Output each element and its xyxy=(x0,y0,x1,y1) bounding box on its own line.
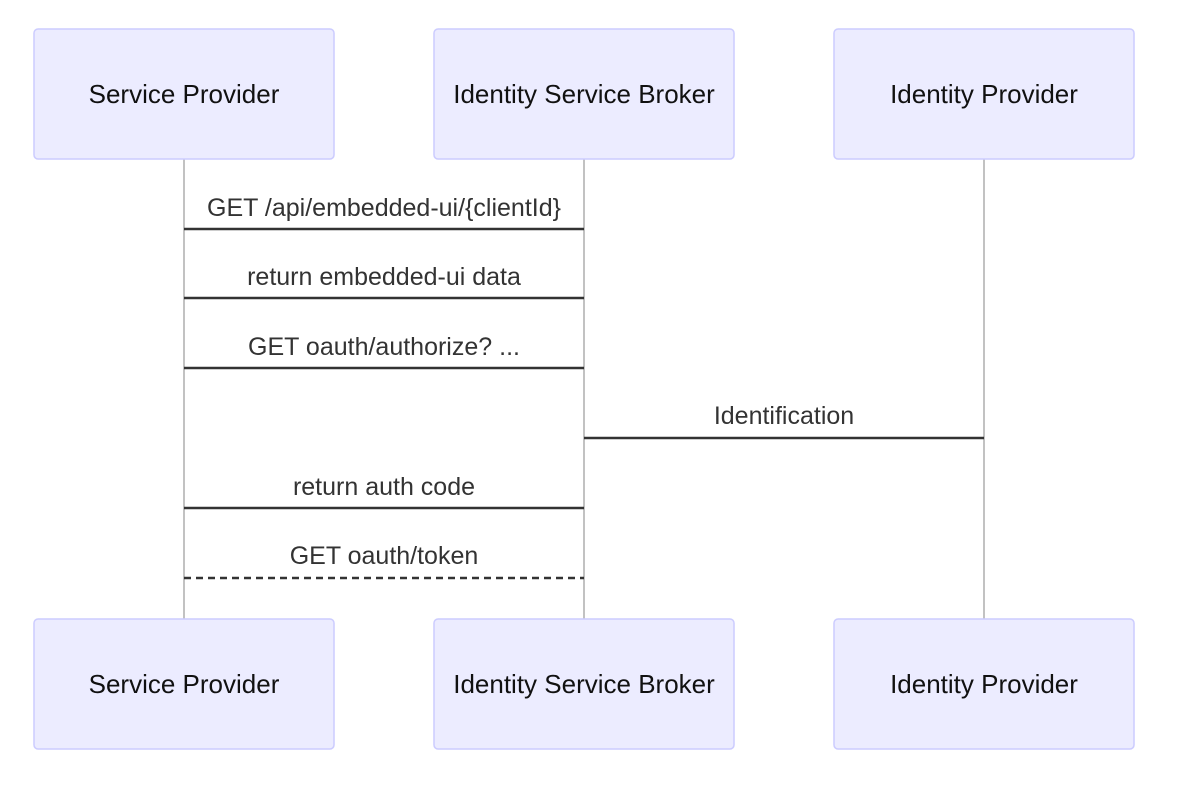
actor-box xyxy=(33,618,335,750)
actor-box xyxy=(433,28,735,160)
actor-box xyxy=(833,28,1135,160)
actor-bottom-identity-service-broker: Identity Service Broker xyxy=(433,618,735,750)
actor-label: Identity Provider xyxy=(890,79,1078,109)
actor-bottom-identity-provider: Identity Provider xyxy=(833,618,1135,750)
message-3: GET oauth/authorize? ... xyxy=(184,333,584,370)
message-1: GET /api/embedded-ui/{clientId} xyxy=(184,194,584,231)
actor-label: Identity Service Broker xyxy=(453,79,715,109)
actor-top-identity-service-broker: Identity Service Broker xyxy=(433,28,735,160)
actor-top-service-provider: Service Provider xyxy=(33,28,335,160)
message-label: GET oauth/authorize? ... xyxy=(248,333,520,361)
actor-box xyxy=(433,618,735,750)
message-label: Identification xyxy=(714,402,854,430)
message-label: return auth code xyxy=(293,473,475,501)
actor-bottom-service-provider: Service Provider xyxy=(33,618,335,750)
actor-label: Identity Provider xyxy=(890,669,1078,699)
actor-box xyxy=(833,618,1135,750)
actor-box xyxy=(33,28,335,160)
actor-label: Identity Service Broker xyxy=(453,669,715,699)
actor-top-identity-provider: Identity Provider xyxy=(833,28,1135,160)
message-2: return embedded-ui data xyxy=(184,263,584,300)
actor-label: Service Provider xyxy=(89,669,280,699)
message-5: return auth code xyxy=(184,473,584,510)
message-label: GET oauth/token xyxy=(290,542,479,570)
actor-label: Service Provider xyxy=(89,79,280,109)
message-6: GET oauth/token xyxy=(184,542,584,580)
message-label: GET /api/embedded-ui/{clientId} xyxy=(207,194,561,222)
message-4: Identification xyxy=(584,402,984,440)
message-label: return embedded-ui data xyxy=(247,263,521,291)
